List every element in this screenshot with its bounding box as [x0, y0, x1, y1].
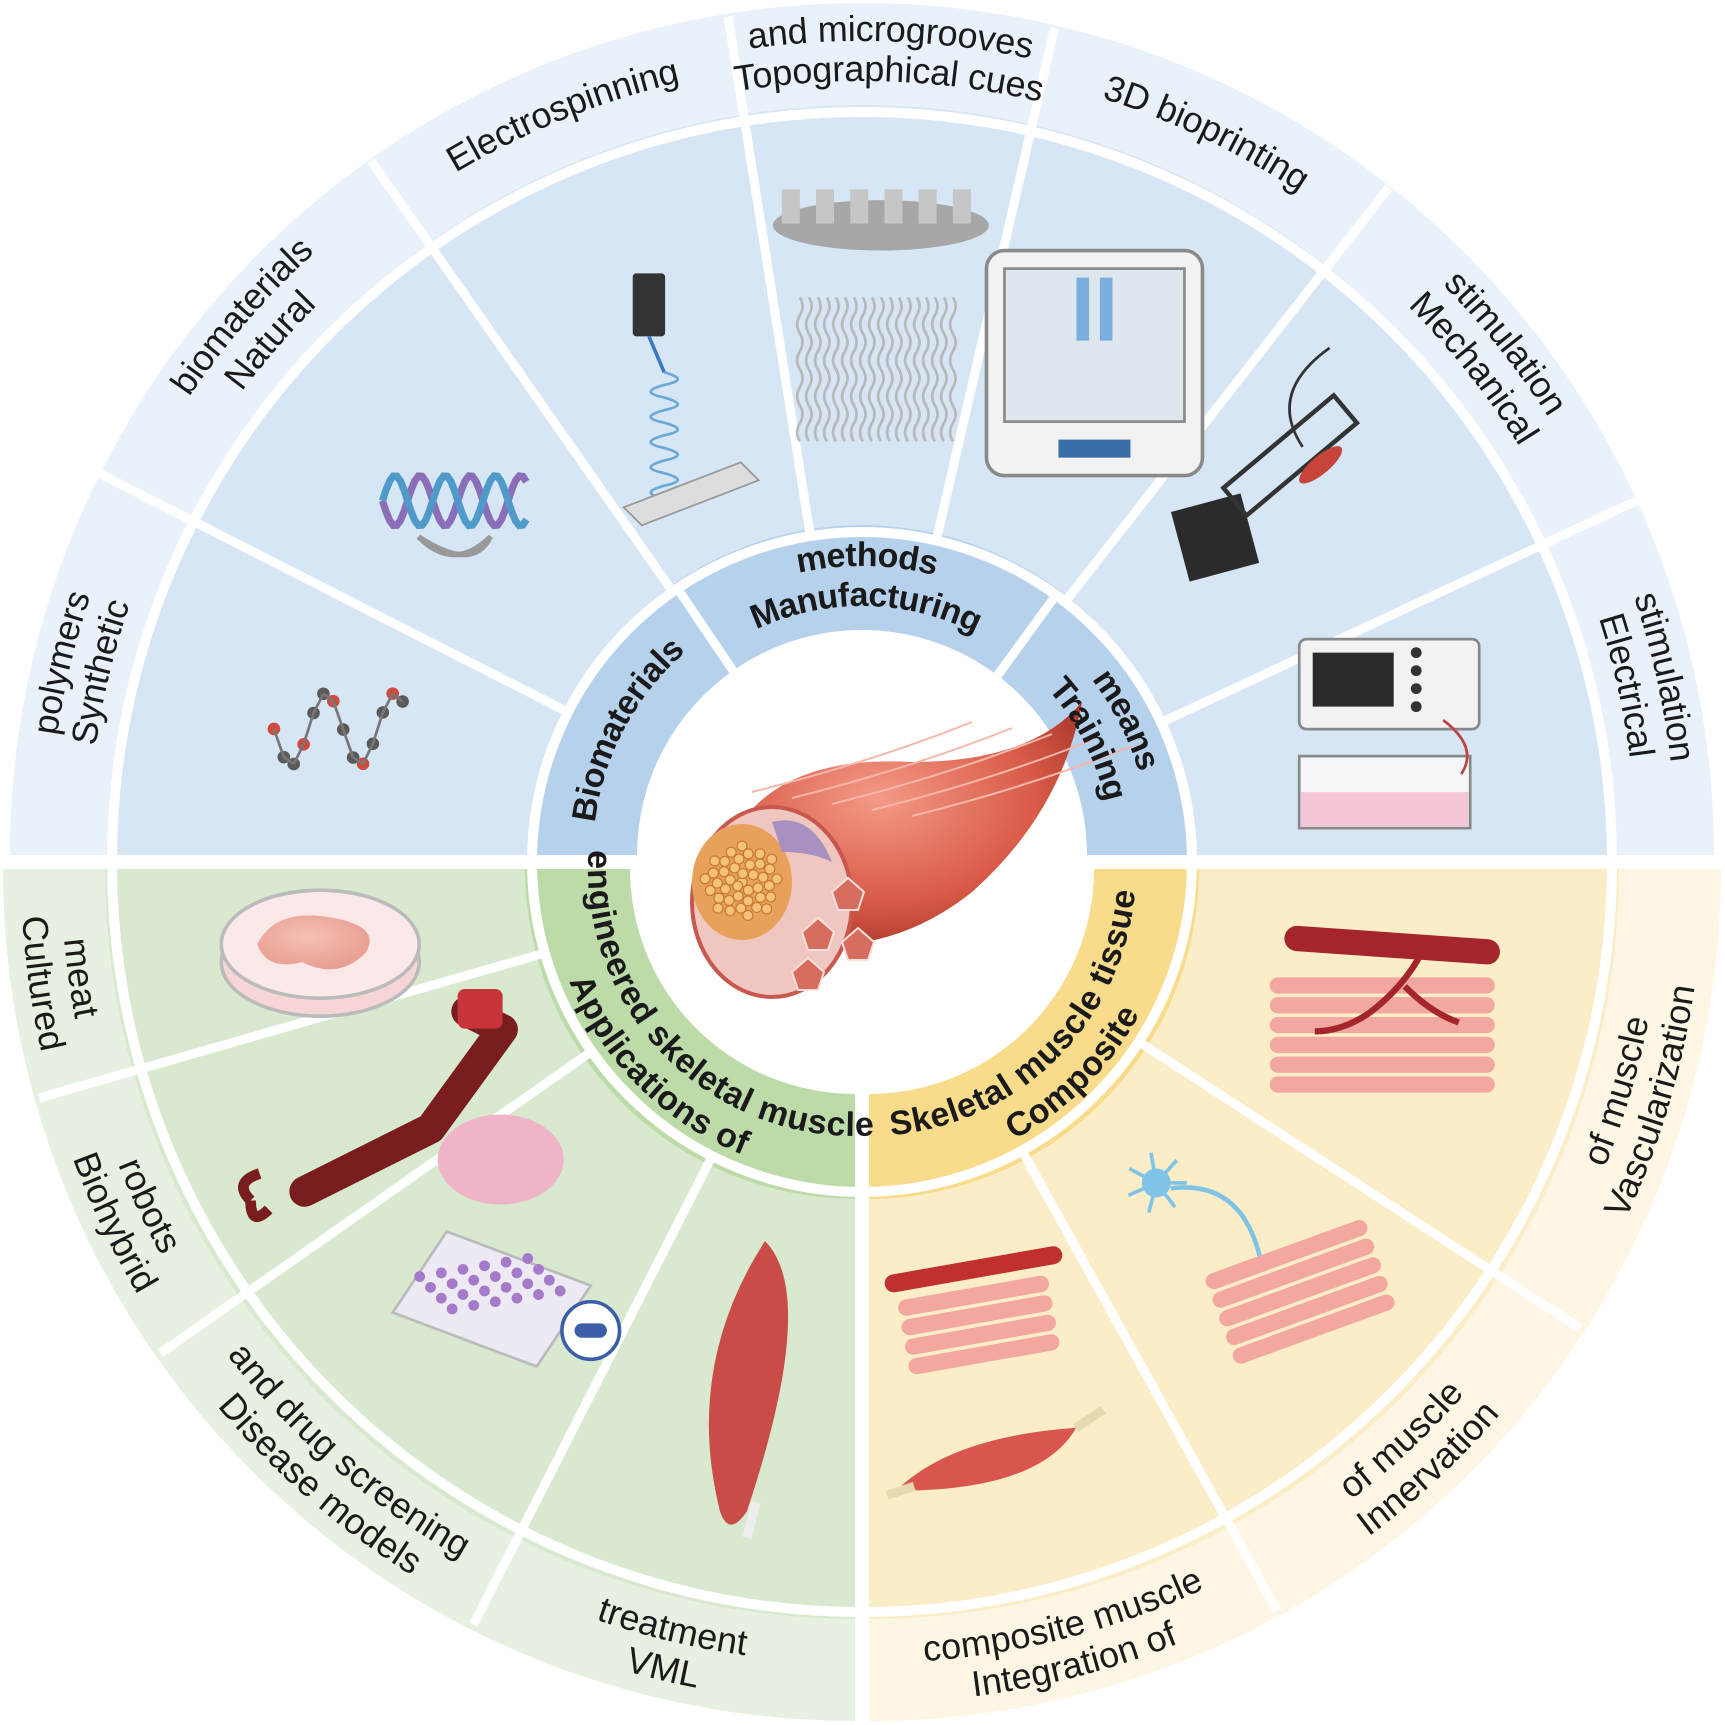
segment-electrospinning: [373, 13, 811, 585]
neuron-icon: [1127, 1152, 1395, 1364]
segment-synthetic-polymers: [10, 468, 568, 855]
stretch-device-icon: [1170, 346, 1361, 582]
outer-band-innervation: [1232, 1277, 1584, 1615]
segment-divider: [367, 158, 677, 595]
inner-band-biohybrid-robots: [134, 959, 585, 1300]
segment-divider: [37, 948, 547, 1103]
category-divider: [671, 582, 743, 682]
segment-divider: [1061, 184, 1393, 605]
inner-band-mechanical-stimulation: [1065, 263, 1542, 716]
syringe-fiber-icon: [622, 273, 761, 527]
blood-vessel-icon: [1269, 925, 1500, 1093]
segment-divider: [1159, 496, 1640, 727]
polymer-molecule-icon: [267, 687, 409, 771]
bioprinter-icon: [984, 248, 1205, 478]
segment-divider: [723, 15, 815, 537]
outer-band-bioprinting: [1030, 24, 1387, 264]
petri-dish-meat-icon: [219, 888, 422, 1018]
category-band-manufacturing: [677, 525, 1056, 673]
tendon-muscle-icon: [884, 1246, 1106, 1500]
robotic-arm-icon: [238, 988, 518, 1222]
outer-band-electrical-stimulation: [1541, 494, 1714, 855]
category-band-composite: [869, 869, 1199, 1199]
segment-biohybrid-robots: [36, 959, 585, 1358]
category-band-applications: [525, 869, 855, 1199]
outer-band-natural-biomaterials: [102, 157, 432, 515]
ring-divider: [107, 107, 1617, 1617]
outer-band-integration: [869, 1524, 1283, 1721]
ring-divider: [527, 527, 1197, 1197]
center-muscle-illustration: [690, 702, 1133, 999]
outer-band-disease-models: [157, 1299, 515, 1629]
whole-muscle-icon: [708, 1241, 789, 1540]
outer-band-cultured-meat: [3, 869, 135, 1104]
category-band-training: [994, 588, 1192, 855]
segment-vascularization: [1145, 869, 1721, 1334]
outer-band-mechanical-stimulation: [1323, 183, 1635, 539]
segment-divider: [469, 1153, 717, 1627]
segment-mechanical-stimulation: [1065, 183, 1635, 716]
category-divider: [988, 589, 1062, 686]
category-band-biomaterials: [532, 581, 737, 855]
outer-band-vascularization: [1498, 869, 1721, 1334]
segment-divider: [1136, 1037, 1583, 1332]
inner-band-electrospinning: [431, 114, 811, 585]
well-plate-icon: [390, 1114, 622, 1369]
outer-band-synthetic-polymers: [10, 468, 194, 855]
outer-band-vml-treatment: [468, 1537, 855, 1721]
wheel-illustrations: [219, 189, 1500, 1540]
stimulator-icon: [1297, 637, 1481, 830]
segment-divider: [97, 469, 571, 717]
outer-band-electrospinning: [373, 13, 745, 241]
outer-band-biohybrid-robots: [36, 1075, 241, 1358]
segment-divider: [158, 1047, 595, 1357]
inner-band-vascularization: [1145, 869, 1619, 1278]
outer-band-topographical-cues: [728, 3, 1054, 125]
muscle-cross-section-icon: [690, 702, 1133, 999]
microgroove-icon: [772, 189, 989, 443]
inner-band-synthetic-polymers: [112, 514, 568, 855]
segment-divider: [1018, 1148, 1281, 1613]
protein-helix-icon: [379, 472, 530, 558]
